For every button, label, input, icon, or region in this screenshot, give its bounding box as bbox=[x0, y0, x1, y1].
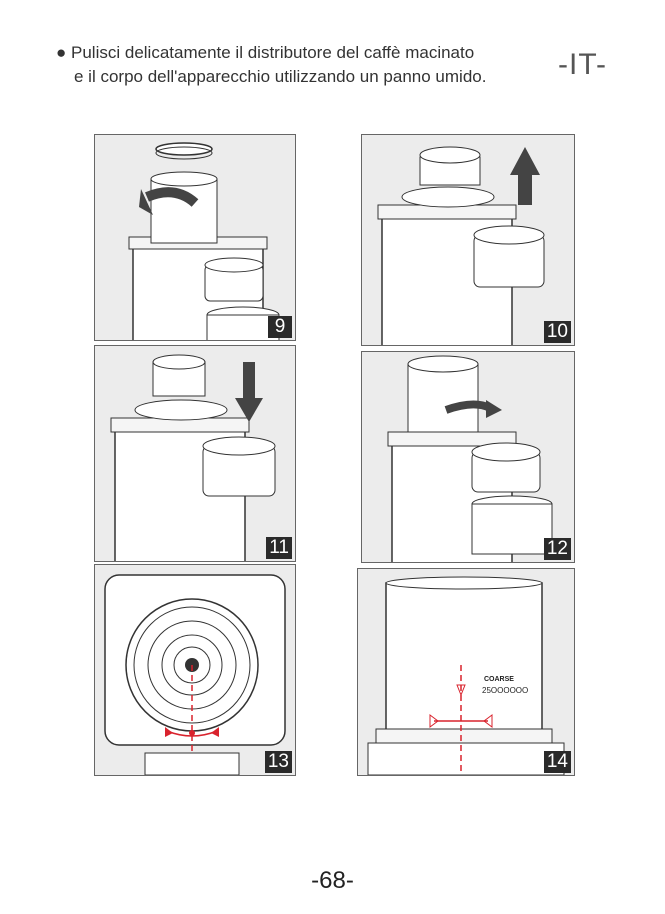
step-11-illustration: 11 bbox=[94, 345, 296, 562]
step-14-illustration: COARSE 25OOOOOO 14 bbox=[357, 568, 575, 776]
step-number-badge: 12 bbox=[544, 538, 571, 560]
instruction-line-1: ● Pulisci delicatamente il distributore … bbox=[56, 41, 536, 65]
step-number-badge: 11 bbox=[266, 537, 292, 559]
panel14-coarse-label: COARSE bbox=[484, 676, 514, 683]
panel14-scale-label: 25OOOOOO bbox=[482, 686, 528, 695]
step-12-illustration: 12 bbox=[361, 351, 575, 563]
grinder-lift-burr-illustration bbox=[362, 135, 574, 345]
step-9-illustration: 9 bbox=[94, 134, 296, 341]
page-number: -68- bbox=[0, 867, 665, 895]
bullet-icon: ● bbox=[56, 43, 66, 62]
step-10-illustration: 10 bbox=[361, 134, 575, 346]
step-13-illustration: 13 bbox=[94, 564, 296, 776]
grinder-insert-burr-illustration bbox=[95, 346, 295, 561]
grinder-top-view-alignment-illustration bbox=[95, 565, 295, 775]
step-number-badge: 9 bbox=[268, 316, 292, 338]
step-number-badge: 10 bbox=[544, 321, 571, 343]
grinder-attach-hopper-illustration bbox=[362, 352, 574, 562]
step-number-badge: 13 bbox=[265, 751, 292, 773]
instruction-line-2: e il corpo dell'apparecchio utilizzando … bbox=[56, 65, 536, 89]
step-number-badge: 14 bbox=[544, 751, 571, 773]
language-tag: -IT- bbox=[558, 48, 607, 82]
instruction-text: ● Pulisci delicatamente il distributore … bbox=[56, 41, 536, 89]
grinder-front-view-alignment-illustration: COARSE 25OOOOOO bbox=[358, 569, 574, 775]
grinder-remove-hopper-illustration bbox=[95, 135, 295, 340]
